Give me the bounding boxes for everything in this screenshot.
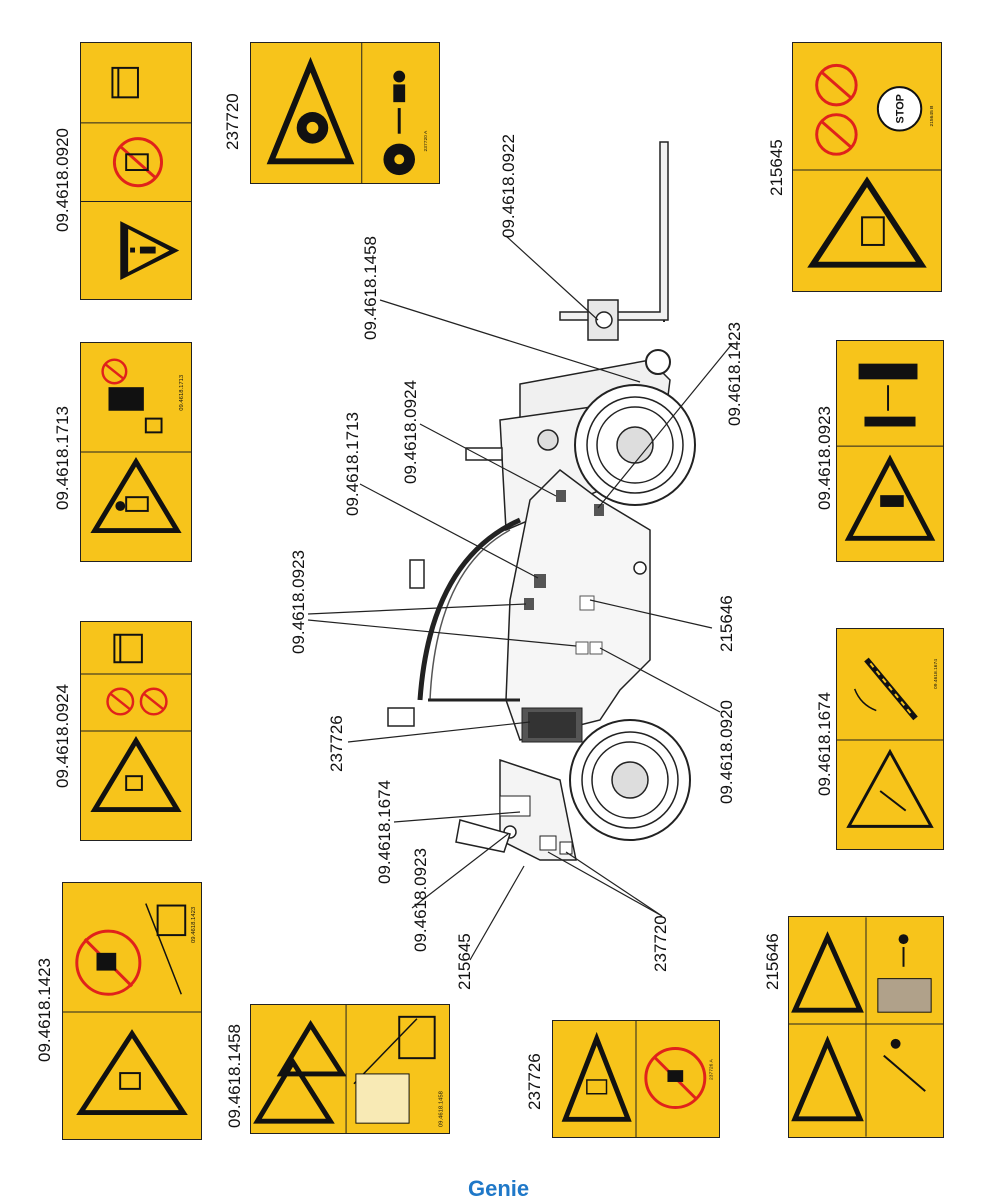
callout-09-4618-0923-a: 09.4618.0923	[289, 550, 308, 654]
stop-text: STOP	[895, 94, 907, 123]
decal-code-1423: 09.4618.1423	[191, 906, 197, 943]
brand-logo: Genie	[468, 1176, 530, 1201]
callout-09-4618-0922: 09.4618.0922	[499, 134, 518, 238]
decal-09-4618-0920	[80, 42, 192, 300]
callout-237720: 237720	[651, 915, 670, 972]
decal-code-237720: 237720 A	[423, 130, 429, 151]
decal-code-237726: 237726 A	[709, 1059, 715, 1080]
decal-237720: 237720 A	[250, 42, 440, 184]
decal-215646	[788, 916, 944, 1138]
decal-09-4618-1423: 09.4618.1423	[62, 882, 202, 1140]
callout-09-4618-0920: 09.4618.0920	[717, 700, 736, 804]
decal-code-1674: 09.4618.1674	[933, 659, 939, 689]
callout-215646: 215646	[717, 595, 736, 652]
callout-09-4618-1713: 09.4618.1713	[343, 412, 362, 516]
decal-code-215645: 215645 B	[929, 105, 935, 127]
decal-09-4618-1458: 09.4618.1458	[250, 1004, 450, 1134]
decal-09-4618-0924	[80, 621, 192, 841]
decal-09-4618-0923	[836, 340, 944, 562]
callout-09-4618-1674: 09.4618.1674	[375, 780, 394, 884]
callout-237726: 237726	[327, 715, 346, 772]
callout-09-4618-0923-b: 09.4618.0923	[411, 848, 430, 952]
decal-09-4618-1674: 09.4618.1674	[836, 628, 944, 850]
decal-code-1713: 09.4618.1713	[179, 374, 185, 411]
decal-09-4618-1713: 09.4618.1713	[80, 342, 192, 562]
decal-215645: STOP 215645 B	[792, 42, 942, 292]
callout-09-4618-1458: 09.4618.1458	[361, 236, 380, 340]
callout-09-4618-1423: 09.4618.1423	[725, 322, 744, 426]
callout-09-4618-0924: 09.4618.0924	[401, 380, 420, 484]
decal-code-1458: 09.4618.1458	[439, 1090, 445, 1127]
decal-237726: 237726 A	[552, 1020, 720, 1138]
callout-215645: 215645	[455, 933, 474, 990]
